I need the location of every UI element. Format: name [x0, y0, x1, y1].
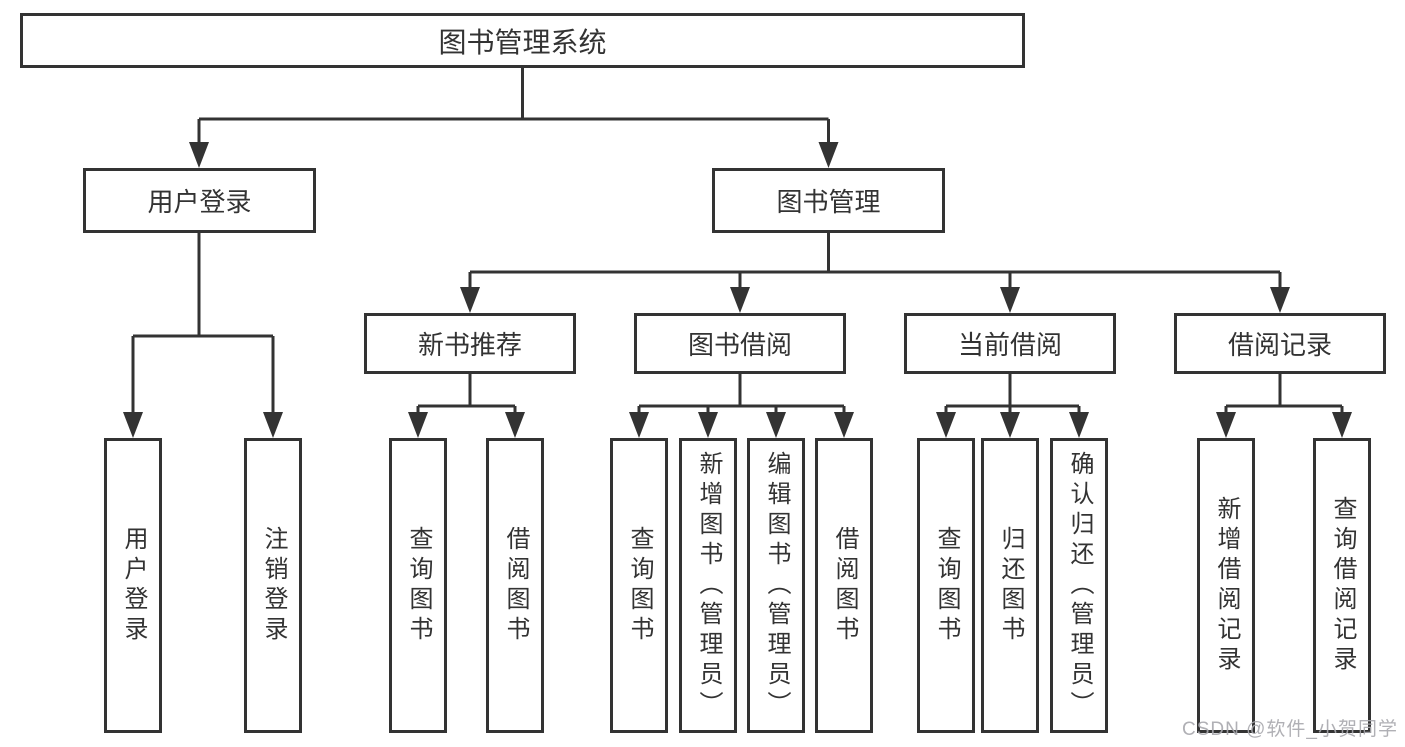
node-leaf-cb-query-books: 查询图书 [917, 438, 975, 733]
node-borrowing-records: 借阅记录 [1174, 313, 1386, 374]
node-book-borrowing: 图书借阅 [634, 313, 846, 374]
node-leaf-bb-edit-books-admin: 编辑图书（管理员） [747, 438, 805, 733]
node-leaf-bb-borrow-books: 借阅图书 [815, 438, 873, 733]
node-leaf-nbr-borrow-books: 借阅图书 [486, 438, 544, 733]
node-book-management: 图书管理 [712, 168, 945, 233]
node-library-management-system: 图书管理系统 [20, 13, 1025, 68]
node-leaf-logout: 注销登录 [244, 438, 302, 733]
node-leaf-br-query-record: 查询借阅记录 [1313, 438, 1371, 733]
node-leaf-br-add-record: 新增借阅记录 [1197, 438, 1255, 733]
connector-paths [131, 68, 1344, 414]
watermark: CSDN @软件_小贺同学 [1182, 719, 1398, 740]
node-leaf-cb-return-books: 归还图书 [981, 438, 1039, 733]
node-leaf-nbr-query-books: 查询图书 [389, 438, 447, 733]
node-leaf-cb-confirm-return-admin: 确认归还（管理员） [1050, 438, 1108, 733]
node-new-book-recommend: 新书推荐 [364, 313, 576, 374]
node-user-login: 用户登录 [83, 168, 316, 233]
node-leaf-bb-add-books-admin: 新增图书（管理员） [679, 438, 737, 733]
arrowheads [123, 142, 1352, 438]
node-leaf-user-login: 用户登录 [104, 438, 162, 733]
node-leaf-bb-query-books: 查询图书 [610, 438, 668, 733]
node-current-borrowing: 当前借阅 [904, 313, 1116, 374]
